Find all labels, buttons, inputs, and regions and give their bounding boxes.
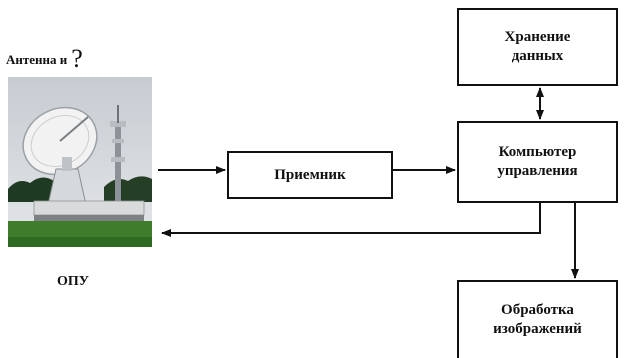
image-processing-block: Обработка изображений bbox=[457, 280, 618, 358]
processing-label-line2: изображений bbox=[493, 321, 582, 337]
antenna-title: Антенна и? bbox=[6, 44, 83, 74]
receiver-block: Приемник bbox=[227, 151, 393, 199]
arrow-computer-to-antenna bbox=[161, 203, 541, 237]
radio-telescope-photo bbox=[8, 77, 152, 247]
computer-label-line2: управления bbox=[497, 163, 578, 179]
control-computer-block: Компьютер управления bbox=[457, 121, 618, 203]
onu-caption: ОПУ bbox=[57, 274, 90, 289]
antenna-title-text: Антенна и bbox=[6, 52, 68, 67]
computer-label-line1: Компьютер bbox=[498, 144, 577, 160]
storage-label-line1: Хранение bbox=[504, 29, 571, 45]
question-mark: ? bbox=[71, 44, 83, 73]
processing-label-line1: Обработка bbox=[501, 302, 574, 318]
storage-label-line2: данных bbox=[511, 48, 564, 64]
receiver-label: Приемник bbox=[274, 166, 346, 183]
data-storage-block: Хранение данных bbox=[457, 8, 618, 86]
